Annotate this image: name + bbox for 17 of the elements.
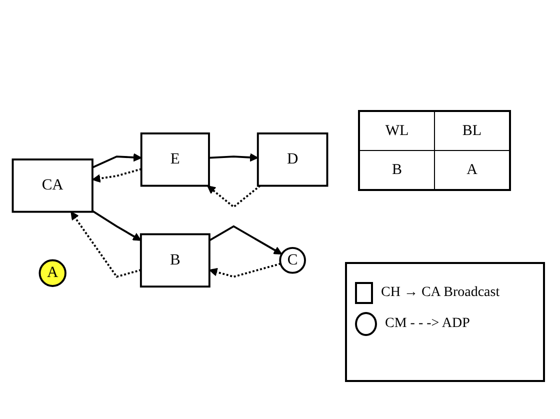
- arrow: [92, 168, 142, 183]
- node-circle: A: [38, 259, 66, 287]
- arrow: [70, 211, 142, 278]
- arrow: [209, 262, 281, 278]
- node-box: CA: [12, 158, 94, 213]
- node-box: E: [140, 132, 210, 187]
- legend-text: CM - - -> ADP: [385, 316, 470, 332]
- arrow: [208, 225, 282, 255]
- table-header: WL: [359, 111, 434, 150]
- arrow: [92, 153, 142, 168]
- arrow: [208, 153, 258, 162]
- node-circle: C: [279, 247, 306, 274]
- node-box: B: [140, 233, 210, 288]
- arrow: [92, 210, 142, 241]
- arrow: [207, 185, 261, 208]
- legend-text: CH → CA Broadcast: [381, 285, 500, 301]
- node-box: D: [256, 132, 328, 187]
